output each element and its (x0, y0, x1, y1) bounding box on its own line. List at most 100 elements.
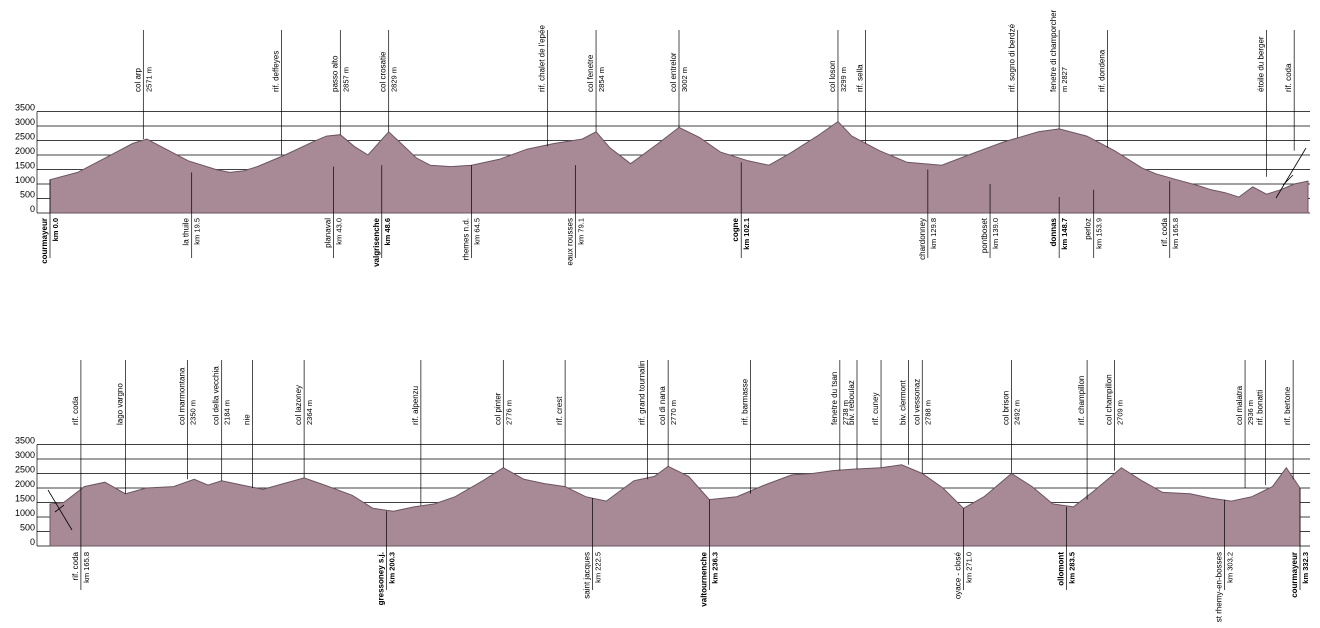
waypoint-name: col malatra (1235, 385, 1244, 425)
y-tick-label: 3500 (15, 103, 35, 113)
town-km: km 165.8 (82, 552, 91, 583)
town-name: valgrisenche (372, 217, 381, 266)
waypoint-elevation: 2788 m (923, 400, 932, 425)
waypoint-name: col entrelor (669, 52, 678, 92)
town-name: saint jacques (583, 552, 592, 599)
waypoint-name: rif. alpenzu (411, 386, 420, 425)
town-name: la thuile (182, 217, 191, 245)
town-km: km 332.3 (1301, 552, 1310, 584)
waypoint-elevation: 2571 m (144, 67, 153, 92)
waypoint-name: rif. cuney (871, 393, 880, 425)
waypoint-elevation: 2738 m (841, 400, 850, 425)
waypoint-name: col marmontana (177, 367, 186, 425)
waypoint-name: rif. bonatti (1256, 390, 1265, 425)
waypoint-name: rif. sella (856, 64, 865, 92)
y-tick-label: 1000 (15, 508, 35, 518)
town-name: eaux rousses (565, 218, 574, 266)
waypoint-elevation: 2936 m (1246, 400, 1255, 425)
town-km: km 271.0 (964, 552, 973, 583)
waypoint-name: col della vecchia (212, 366, 221, 425)
town-name: gressoney s.j. (377, 552, 386, 605)
break-line (47, 489, 73, 531)
waypoint-elevation: 2350 m (188, 400, 197, 425)
waypoint-name: biv. clermont (899, 379, 908, 425)
waypoint-elevation: 3299 m (839, 67, 848, 92)
y-tick-label: 2500 (15, 132, 35, 142)
elevation-area (49, 464, 1301, 547)
waypoint-name: col champillon (1105, 374, 1114, 425)
y-tick-label: 0 (30, 204, 35, 214)
town-name: rhemes n.d. (462, 218, 471, 260)
town-km: km 19.5 (193, 218, 202, 245)
y-tick-label: 0 (30, 537, 35, 547)
waypoint-name: col arp (133, 67, 142, 92)
waypoint-elevation: 2770 m (669, 400, 678, 425)
town-name: rif. coda (1160, 217, 1169, 246)
town-km: km 303.2 (1225, 552, 1234, 583)
town-km: km 0.0 (51, 218, 60, 241)
town-name: pontboset (980, 217, 989, 253)
town-km: km 64.5 (473, 218, 482, 245)
town-km: km 43.0 (334, 218, 343, 245)
town-name: perloz (1084, 218, 1093, 240)
break-tick (54, 504, 65, 513)
waypoint-name: col brison (1002, 391, 1011, 425)
waypoint-name: rif. deffeyes (272, 51, 281, 92)
waypoint-name: col fenetre (586, 54, 595, 92)
y-tick-label: 2500 (15, 465, 35, 475)
town-km: km 283.5 (1067, 552, 1076, 584)
town-km: km 165.8 (1171, 218, 1180, 249)
waypoint-name: rif. chalet de l'epée (538, 25, 547, 92)
town-km: km 102.1 (742, 218, 751, 250)
town-km: km 153.9 (1095, 218, 1104, 249)
town-name: planaval (323, 218, 332, 248)
waypoint-elevation: 2829 m (390, 67, 399, 92)
waypoint-elevation: 2364 m (305, 400, 314, 425)
y-tick-label: 500 (20, 523, 35, 533)
town-name: cogne (731, 217, 740, 241)
waypoint-elevation: 2776 m (504, 400, 513, 425)
waypoint-elevation: 2854 m (597, 67, 606, 92)
town-name: donnas (1049, 217, 1058, 246)
break-mark-left (47, 489, 73, 531)
town-name: valtournenche (699, 551, 708, 606)
waypoint-elevation: 2184 m (223, 400, 232, 425)
town-km: km 222.5 (594, 552, 603, 583)
waypoint-elevation: 2709 m (1116, 400, 1125, 425)
waypoint-elevation: 2857 m (341, 67, 350, 92)
break-line (1275, 147, 1307, 199)
waypoint-elevation: 2492 m (1013, 400, 1022, 425)
waypoint-name: biv. reboulaz (847, 380, 856, 425)
y-tick-label: 1500 (15, 494, 35, 504)
town-name: courmayeur (1290, 552, 1299, 598)
waypoint-name: fenetre di champorcher (1049, 9, 1058, 92)
waypoint-elevation: 3002 m (680, 67, 689, 92)
y-tick-label: 500 (20, 190, 35, 200)
waypoint-name: col loson (828, 60, 837, 92)
waypoint-elevation: m 2827 (1060, 67, 1069, 92)
waypoint-name: rif. grand tournalin (638, 361, 647, 425)
waypoint-name: col pinter (493, 392, 502, 425)
town-name: chardonney (918, 218, 927, 260)
waypoint-name: rif. champillon (1077, 376, 1086, 425)
waypoint-name: rif. dondena (1098, 49, 1107, 92)
y-tick-label: 2000 (15, 146, 35, 156)
town-name: courmayeur (40, 218, 49, 264)
town-km: km 48.6 (383, 218, 392, 246)
town-km: km 148.7 (1060, 218, 1069, 250)
town-name: oyace - closé (953, 551, 962, 599)
waypoint-name: rif. bertone (1283, 386, 1292, 425)
waypoint-name: étoile du berger (1257, 36, 1266, 92)
waypoint-name: rif. crest (555, 396, 564, 425)
y-tick-label: 1500 (15, 161, 35, 171)
y-tick-label: 3000 (15, 117, 35, 127)
waypoint-name: col vessonaz (912, 379, 921, 425)
waypoint-name: rif. coda (1284, 63, 1293, 92)
waypoint-name: col crosatie (379, 51, 388, 92)
waypoint-name: passo alto (330, 55, 339, 92)
waypoint-name: rif. sogno di berdzé (1008, 23, 1017, 92)
y-tick-label: 2000 (15, 479, 35, 489)
y-tick-label: 3500 (15, 436, 35, 446)
